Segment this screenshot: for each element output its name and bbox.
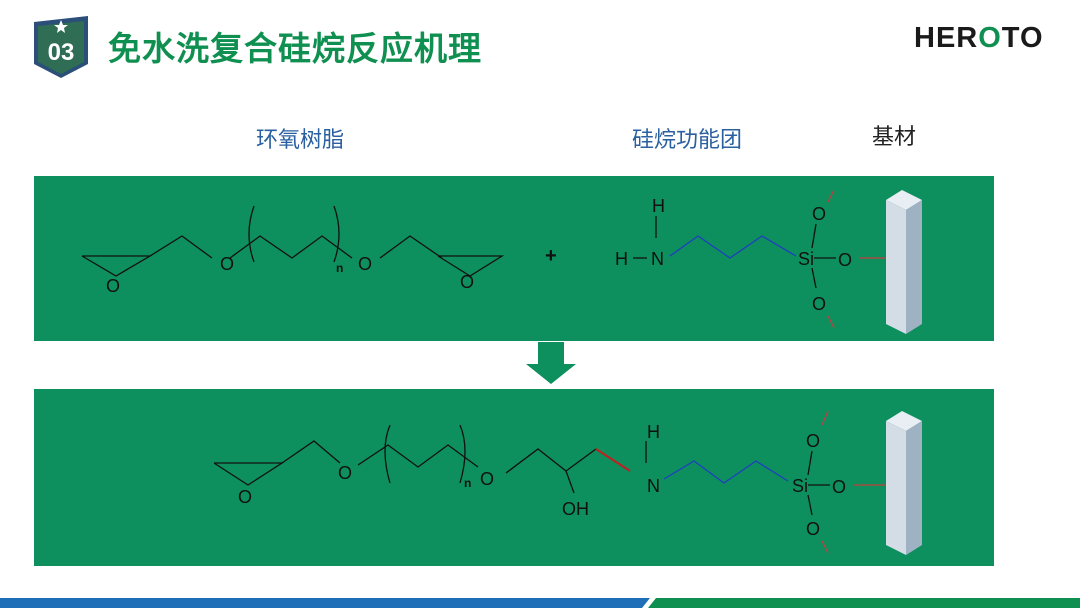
hydrogen-atom: H	[647, 422, 660, 442]
substrate-block	[886, 190, 922, 334]
oxygen-atom: O	[806, 519, 820, 539]
silicon-atom: Si	[792, 476, 808, 496]
reactants-panel: O O O O n + H H N Si O O O	[34, 176, 994, 341]
product-diagram: O O O n OH H N Si O O O	[213, 410, 922, 555]
oxygen-atom: O	[460, 272, 474, 292]
repeat-n: n	[336, 261, 343, 275]
oxygen-atom: O	[812, 204, 826, 224]
badge-number: 03	[48, 39, 75, 66]
section-badge: 03	[34, 16, 88, 78]
epoxy-label: 环氧树脂	[256, 128, 345, 153]
oxygen-atom: O	[838, 250, 852, 270]
repeat-n: n	[464, 476, 471, 490]
hydrogen-atom: H	[615, 249, 628, 269]
plus-sign: +	[545, 245, 557, 267]
oxygen-atom: O	[338, 463, 352, 483]
hydrogen-atom: H	[652, 196, 665, 216]
product-panel: O O O n OH H N Si O O O	[34, 389, 994, 566]
page-title: 免水洗复合硅烷反应机理	[108, 29, 482, 68]
oxygen-atom: O	[238, 487, 252, 507]
substrate-label: 基材	[872, 125, 917, 150]
oxygen-atom: O	[106, 276, 120, 296]
oxygen-atom: O	[832, 477, 846, 497]
star-icon	[54, 20, 68, 33]
silane-label: 硅烷功能团	[632, 128, 743, 153]
nitrogen-atom: N	[651, 249, 664, 269]
brand-logo: HEROTO	[914, 22, 1044, 54]
reaction-arrow	[526, 342, 576, 384]
silicon-atom: Si	[798, 249, 814, 269]
footer-stripe	[0, 598, 1080, 608]
hydroxyl-group: OH	[562, 499, 589, 519]
substrate-block	[886, 411, 922, 555]
oxygen-atom: O	[220, 254, 234, 274]
oxygen-atom: O	[806, 431, 820, 451]
oxygen-atom: O	[480, 469, 494, 489]
reactants-diagram: O O O O n + H H N Si O O O	[81, 189, 922, 334]
oxygen-atom: O	[358, 254, 372, 274]
nitrogen-atom: N	[647, 476, 660, 496]
oxygen-atom: O	[812, 294, 826, 314]
